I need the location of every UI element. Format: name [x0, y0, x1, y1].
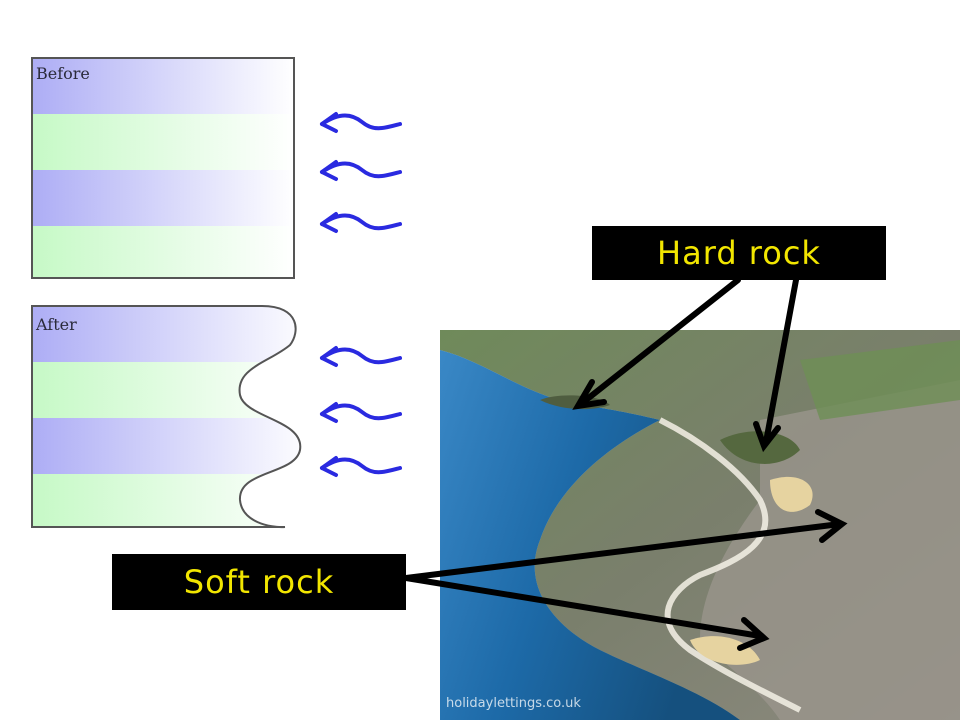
hard-rock-band	[32, 114, 294, 170]
soft-rock-label-text: Soft rock	[183, 563, 335, 601]
hard-rock-label: Hard rock	[592, 226, 886, 280]
hard-rock-label-text: Hard rock	[657, 234, 821, 272]
soft-rock-arrow	[403, 521, 843, 581]
arrowhead-icon	[572, 379, 607, 410]
wave-arrow-icon	[320, 112, 402, 133]
arrowhead-icon	[753, 421, 781, 453]
wave-arrows	[320, 112, 402, 477]
soft-rock-band	[32, 306, 301, 362]
before-panel	[31, 57, 295, 279]
hard-rock-arrow	[583, 277, 741, 403]
soft-rock-band	[32, 170, 294, 226]
wave-arrow-icon	[320, 160, 402, 181]
coastline-photo	[440, 330, 960, 720]
hard-rock-arrow	[763, 277, 799, 445]
soft-rock-band	[32, 418, 301, 474]
wave-arrow-icon	[320, 346, 402, 367]
wave-arrow-icon	[320, 456, 402, 477]
photo-watermark: holidaylettings.co.uk	[446, 696, 581, 711]
soft-rock-band	[32, 58, 294, 114]
before-frame	[31, 57, 295, 279]
sea	[440, 350, 740, 720]
soft-rock-label: Soft rock	[112, 554, 406, 610]
after-label: After	[36, 315, 77, 334]
before-label: Before	[36, 64, 90, 83]
wave-arrow-icon	[320, 402, 402, 423]
hard-rock-band	[32, 226, 294, 278]
arrowhead-icon	[737, 617, 770, 651]
wave-arrow-icon	[320, 212, 402, 233]
after-eroded-outline	[31, 305, 302, 529]
arrowhead-icon	[815, 509, 848, 543]
soft-rock-arrow	[403, 575, 763, 639]
